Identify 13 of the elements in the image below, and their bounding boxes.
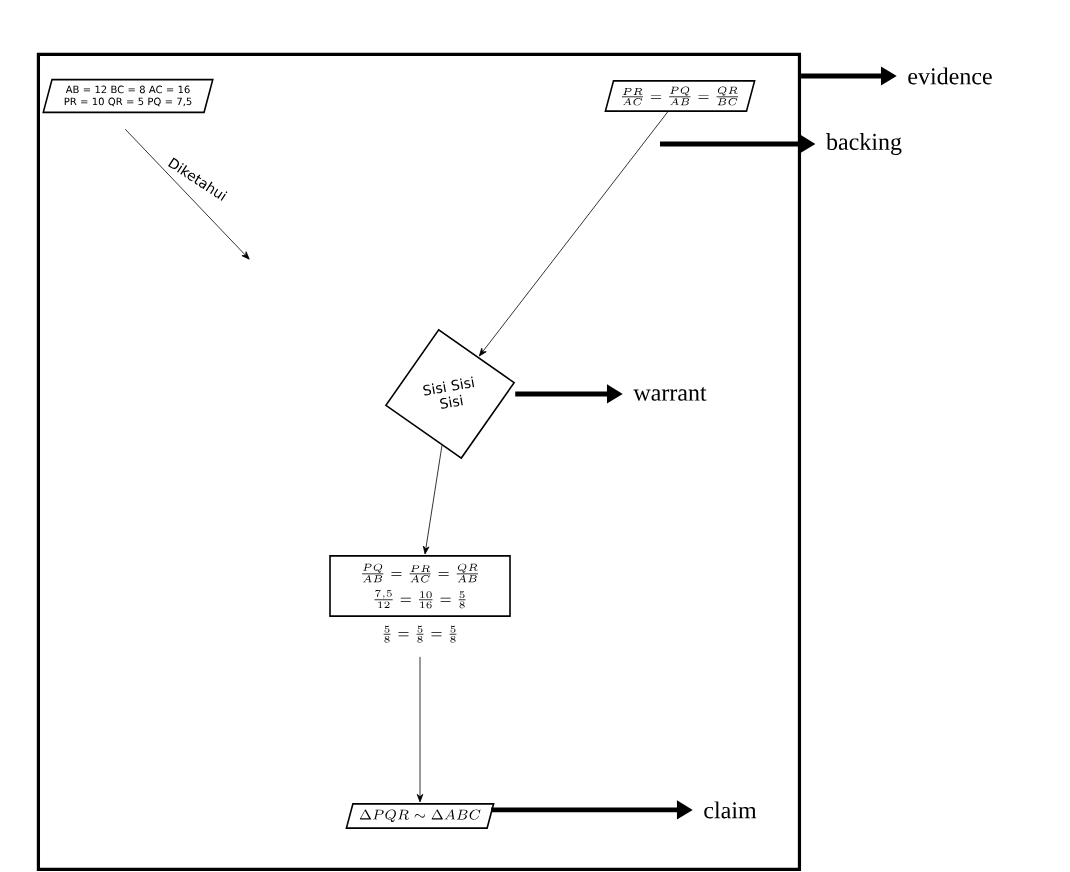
frame-box [36, 52, 802, 871]
parallelogram-box: $\Delta PQR \sim \Delta ABC$ [345, 803, 495, 829]
note-text: $\frac{5}{8}=\frac{5}{8}=\frac{5}{8}$ [383, 625, 457, 643]
arrow [422, 445, 443, 555]
arrow [478, 111, 669, 357]
arrow [416, 656, 424, 803]
label-text: claim [704, 801, 757, 819]
label-text: warrant [633, 387, 707, 401]
label-text: evidence [908, 67, 992, 85]
label-text: backing [826, 133, 902, 155]
arrow [124, 128, 250, 260]
process-box: $\frac{PQ}{AB}=\frac{PR}{AC}=\frac{QR}{AB}$ $\frac{7,5}{12}=\frac{10}{16}=\frac{5}{8}$ [329, 555, 511, 617]
parallelogram-box: $\frac{PR}{AC}=\frac{PQ}{AB}=\frac{QR}{BC}$ [604, 80, 756, 112]
